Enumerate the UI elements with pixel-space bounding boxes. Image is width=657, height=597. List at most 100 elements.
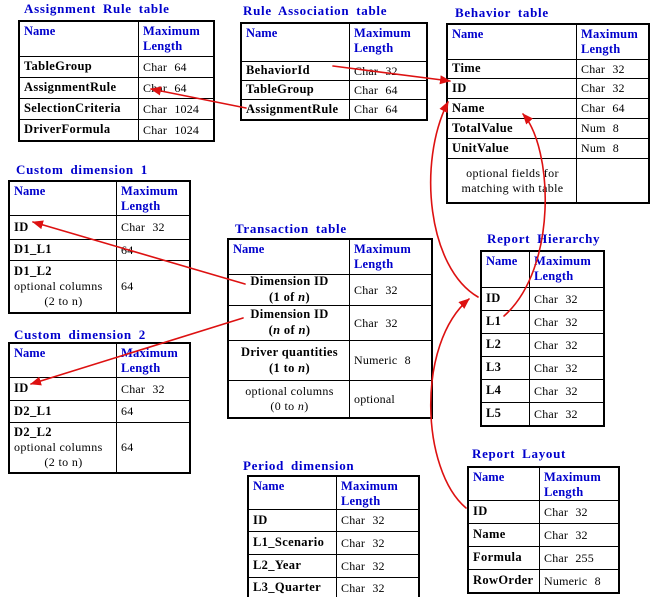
name-line: D2_L2 (14, 424, 52, 439)
name-cell: ID (469, 501, 540, 523)
value-cell: Char 32 (581, 81, 625, 95)
column-header-maximum-length: Maximum Length (121, 346, 178, 376)
name-cell: Dimension ID(n of n) (229, 306, 350, 340)
relationship-arrow-r7 (429, 298, 470, 509)
table-row: Time Char 32 (448, 59, 648, 78)
name-line: ID (486, 291, 501, 306)
name-line: L2_Year (253, 558, 302, 573)
table-row: L1_Scenario Char 32 (249, 531, 418, 554)
value-cell: Char 32 (341, 558, 385, 573)
name-line: optional fields for (466, 165, 559, 180)
table-row: L3 Char 32 (482, 356, 603, 379)
name-line: TableGroup (246, 82, 315, 97)
name-cell: BehaviorId (242, 62, 350, 80)
name-line: ID (14, 219, 29, 234)
name-line: (0 to n) (270, 399, 309, 413)
name-cell: D2_L1 (10, 401, 117, 422)
value-cell: Char 64 (354, 102, 398, 116)
value-cell: Num 8 (581, 121, 619, 135)
name-line: L3_Quarter (253, 580, 322, 595)
name-line: (2 to n) (44, 294, 83, 309)
name-cell: L5 (482, 403, 530, 425)
name-line: (2 to n) (44, 455, 83, 470)
column-header-name: Name (249, 477, 337, 509)
name-cell: optional columns(0 to n) (229, 381, 350, 417)
name-line: BehaviorId (246, 63, 310, 78)
name-line: Driver quantities (240, 344, 339, 359)
table-row: ID Char 32 (469, 500, 618, 523)
rule-association-title: Rule Association table (243, 3, 388, 18)
value-cell: Char 32 (534, 337, 578, 352)
name-line: Name (473, 527, 506, 542)
name-line: L2 (486, 337, 502, 352)
value-cell: Char 32 (544, 504, 588, 519)
report-hierarchy-title: Report Hierarchy (487, 231, 601, 246)
value-cell: Char 32 (544, 527, 588, 542)
name-line: (1 of n) (268, 290, 310, 304)
name-cell: Time (448, 60, 577, 78)
table-row: TotalValue Num 8 (448, 118, 648, 138)
name-cell: TableGroup (20, 57, 139, 77)
value-cell: Char 32 (581, 61, 625, 76)
value-cell: Char 32 (534, 360, 578, 375)
behavior-title: Behavior table (455, 5, 549, 20)
value-cell: Char 64 (581, 101, 625, 115)
name-line: L1 (486, 314, 502, 329)
assignment-rule-title: Assignment Rule table (24, 1, 170, 16)
name-line: L5 (486, 406, 502, 421)
name-line: TableGroup (24, 59, 93, 74)
name-cell: L2_Year (249, 555, 337, 577)
name-line: DriverFormula (24, 122, 111, 137)
name-line: (n of n) (268, 323, 311, 337)
name-cell: ID (482, 288, 530, 310)
column-header-name: Name (10, 182, 117, 215)
column-header-name: Name (469, 468, 540, 500)
value-cell: Char 32 (341, 535, 385, 550)
value-cell: optional (354, 391, 395, 406)
column-header-name: Name (482, 252, 530, 287)
value-cell: Char 32 (534, 291, 578, 306)
value-cell: Char 32 (534, 383, 578, 398)
name-line: AssignmentRule (24, 80, 117, 95)
value-cell: Char 64 (143, 59, 187, 74)
value-cell: 64 (121, 242, 134, 257)
name-cell: ID (10, 216, 117, 239)
name-cell: Driver quantities(1 to n) (229, 341, 350, 380)
value-cell: 64 (121, 440, 134, 454)
transaction-title: Transaction table (235, 221, 347, 236)
name-line: L3 (486, 360, 502, 375)
table-row: L2_Year Char 32 (249, 554, 418, 577)
name-cell: TotalValue (448, 119, 577, 138)
name-cell: Formula (469, 547, 540, 569)
name-cell: RowOrder (469, 570, 540, 592)
value-cell: Numeric 8 (354, 353, 411, 367)
value-cell: Char 32 (534, 314, 578, 329)
name-cell: Name (469, 524, 540, 546)
name-cell: L1_Scenario (249, 532, 337, 554)
value-cell: Char 64 (354, 82, 398, 97)
value-cell: Char 32 (121, 381, 165, 396)
name-cell: Dimension ID(1 of n) (229, 275, 350, 305)
table-row: L1 Char 32 (482, 310, 603, 333)
table-row: Driver quantities(1 to n) Numeric 8 (229, 340, 431, 380)
name-cell: AssignmentRule (20, 78, 139, 98)
name-cell: L1 (482, 311, 530, 333)
